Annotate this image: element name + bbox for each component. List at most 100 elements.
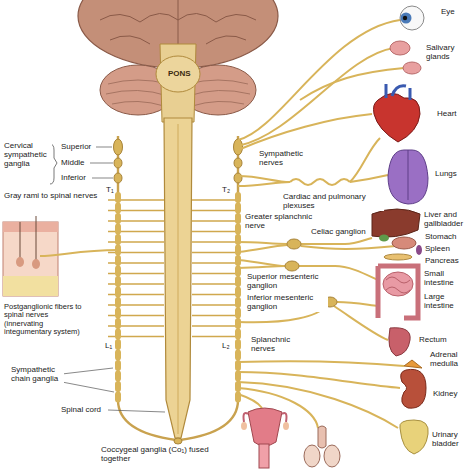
kidney [401, 369, 426, 408]
follicle [32, 259, 40, 269]
chain-ganglia [235, 195, 241, 400]
uterus [248, 408, 282, 446]
nerve [238, 266, 285, 268]
ganglion-label: Superior mesenteric ganglion [246, 273, 328, 291]
lung-fissure [408, 150, 409, 200]
nerve [337, 302, 378, 306]
organ-label: Pancreas [424, 257, 460, 266]
adrenal-gland [404, 360, 422, 368]
cervical-ganglion [114, 139, 123, 155]
plexus [290, 179, 350, 185]
organ-label: Stomach [424, 233, 458, 242]
nerve [238, 361, 404, 366]
organ-label: Large intestine [423, 293, 471, 311]
nerve [238, 245, 287, 252]
rami [108, 200, 238, 337]
rectum [389, 328, 410, 356]
nerve [350, 175, 388, 182]
iris [401, 13, 412, 24]
skin-block [3, 222, 58, 296]
follicle [16, 257, 24, 267]
postganglionic-fiber [40, 250, 118, 256]
organ-label: Lungs [434, 170, 458, 179]
large-intestine [378, 266, 418, 318]
pons [156, 56, 200, 92]
vagina [259, 444, 269, 468]
nerve [350, 138, 380, 182]
eye [400, 6, 424, 30]
segment-label: L₁ [104, 342, 113, 351]
cervical-ganglion [114, 158, 122, 168]
nerve [238, 48, 394, 146]
region-label: Spinal cord [60, 406, 102, 415]
nerve-label: Cardiac and pulmonary plexuses [282, 193, 384, 211]
organ-label: Kidney [432, 390, 458, 399]
hypodermis [3, 276, 58, 296]
nerve [301, 246, 396, 249]
nerve-label: Postganglionic fibers to spinal nerves (… [3, 303, 87, 336]
spleen [416, 245, 422, 255]
nerve [238, 372, 400, 388]
cervical-ganglion [234, 139, 243, 155]
liver [372, 209, 420, 237]
nerve [238, 176, 290, 182]
gallbladder [379, 235, 389, 242]
ganglion-label: Superior [60, 143, 92, 152]
pancreas [384, 254, 412, 260]
ganglion-label: Coccygeal ganglia (Co₁) fused together [100, 446, 218, 464]
organ-label: Liver and gallbladder [423, 211, 471, 229]
segment-label: T₁ [105, 186, 115, 195]
cervical-ganglion [114, 173, 122, 183]
ovary [283, 422, 289, 430]
heart [374, 93, 421, 142]
organ-label: Salivary glands [425, 44, 471, 62]
cervical-ganglion [234, 173, 242, 183]
nerve [238, 242, 287, 244]
superior-mesenteric-ganglion [285, 261, 299, 271]
right-rami [192, 200, 238, 337]
nerve [238, 20, 400, 140]
leader-lines [62, 147, 165, 412]
cord-midline [178, 124, 179, 434]
region-label: PONS [167, 70, 192, 79]
salivary-gland [403, 62, 421, 74]
uterine-tubes [244, 413, 287, 422]
sympathetic-chains [114, 136, 243, 444]
heart-vessels [386, 84, 410, 100]
brain [78, 0, 278, 122]
nerve [238, 114, 372, 150]
celiac-ganglion [287, 239, 301, 249]
ganglion-label: Sympathetic chain ganglia [10, 366, 64, 384]
penis [318, 426, 326, 448]
nerve [238, 182, 290, 186]
organs [241, 6, 428, 468]
chain-ganglia [115, 195, 121, 400]
cervical-ganglion [234, 158, 242, 168]
ganglion-label: Middle [60, 159, 86, 168]
organ-label: Urinary bladder [431, 431, 471, 449]
nerve-label: Splanchnic nerves [250, 336, 306, 354]
organ-label: Adrenal medulla [429, 351, 471, 369]
ganglion-label: Inferior [60, 174, 87, 183]
ganglion-label: Inferior mesenteric ganglion [246, 294, 328, 312]
ovary [241, 422, 247, 430]
epidermis [3, 222, 58, 232]
right-chain [180, 136, 238, 440]
left-chain [118, 136, 176, 440]
stomach [392, 237, 416, 249]
spinal-cord [164, 118, 192, 438]
coccygeal-ganglion [174, 438, 182, 444]
skin [3, 216, 118, 296]
lungs [388, 150, 428, 204]
organ-label: Eye [440, 8, 456, 17]
nerve-label: Gray rami to spinal nerves [3, 192, 98, 201]
segment-label: T₂ [221, 186, 231, 195]
ganglion-label: Cervical sympathetic ganglia [3, 142, 52, 168]
intestine-coils [386, 277, 410, 293]
organ-label: Small intestine [423, 270, 471, 288]
organ-label: Rectum [418, 336, 448, 345]
pupil [403, 16, 407, 20]
nerve [238, 394, 262, 408]
